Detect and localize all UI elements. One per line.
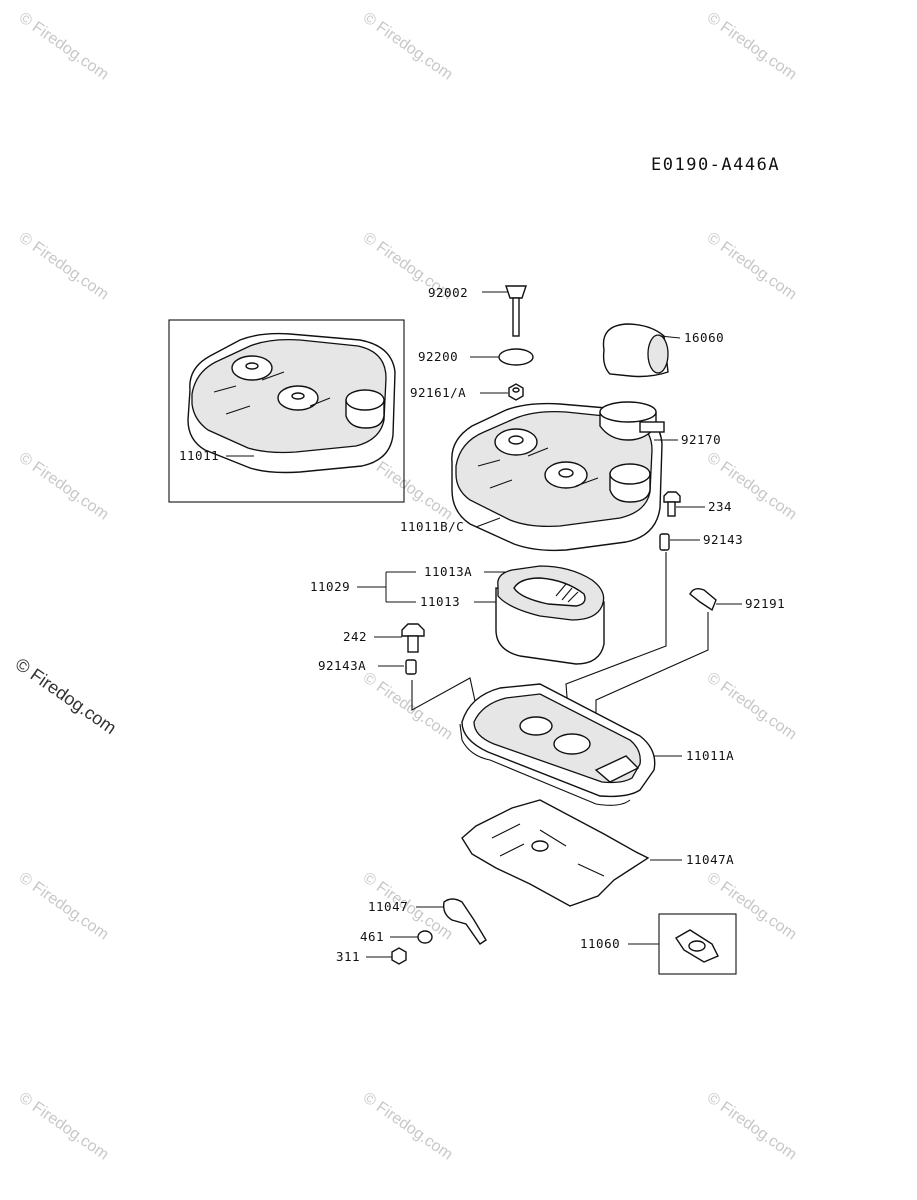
diagram-code: E0190-A446A (651, 155, 780, 175)
watermark: © Firedog.com (16, 449, 112, 523)
watermark: © Firedog.com (704, 669, 800, 743)
inset-box-11011 (168, 319, 405, 503)
label-92143: 92143 (703, 532, 743, 547)
pipe-92143-drawing (659, 533, 670, 551)
nut-311-drawing (391, 947, 407, 965)
watermark: © Firedog.com (704, 1089, 800, 1163)
watermark: © Firedog.com (704, 869, 800, 943)
label-11013: 11013 (420, 594, 460, 609)
washer-461-drawing (417, 930, 433, 944)
clamp-92170-drawing (599, 401, 665, 441)
label-242: 242 (343, 629, 367, 644)
leader-lines (226, 291, 742, 958)
bolt-242-drawing (401, 623, 425, 653)
gasket-11060-drawing (675, 929, 719, 963)
pipe-92143a-drawing (405, 659, 417, 675)
watermark: © Firedog.com (16, 869, 112, 943)
filter-11013-drawing (495, 565, 605, 665)
label-92170: 92170 (681, 432, 721, 447)
label-11060: 11060 (580, 936, 620, 951)
bracket-11047-drawing (442, 898, 487, 945)
label-11013a: 11013A (424, 564, 472, 579)
elbow-16060-drawing (602, 323, 669, 378)
part-labels: 92002 92200 92161/A 16060 92170 11011 23… (179, 285, 785, 964)
watermark: © Firedog.com (16, 1089, 112, 1163)
nut-92161a-drawing (508, 383, 524, 401)
label-16060: 16060 (684, 330, 724, 345)
watermark: © Firedog.com (16, 229, 112, 303)
watermark: © Firedog.com (16, 9, 112, 83)
label-311: 311 (336, 949, 360, 964)
label-92161a: 92161/A (410, 385, 466, 400)
watermarks: © Firedog.com © Firedog.com © Firedog.co… (12, 9, 800, 1163)
label-11047a: 11047A (686, 852, 734, 867)
label-461: 461 (360, 929, 384, 944)
label-92191: 92191 (745, 596, 785, 611)
watermark: © Firedog.com (360, 669, 456, 743)
label-11011a: 11011A (686, 748, 734, 763)
label-234: 234 (708, 499, 732, 514)
hose-92191-drawing (689, 587, 717, 612)
label-11047: 11047 (368, 899, 408, 914)
watermark-prominent: © Firedog.com (12, 654, 120, 738)
watermark: © Firedog.com (704, 9, 800, 83)
washer-92200-drawing (498, 348, 534, 366)
label-92002: 92002 (428, 285, 468, 300)
label-11011bc: 11011B/C (400, 519, 464, 534)
label-92143a: 92143A (318, 658, 366, 673)
watermark: © Firedog.com (360, 1089, 456, 1163)
cover-11011bc-drawing (451, 402, 663, 552)
label-92200: 92200 (418, 349, 458, 364)
base-11011a-drawing (459, 683, 656, 806)
cover-11011-drawing (187, 332, 396, 474)
watermark: © Firedog.com (360, 9, 456, 83)
wing-bolt-92002-drawing (505, 285, 527, 337)
label-11011: 11011 (179, 448, 219, 463)
label-11029: 11029 (310, 579, 350, 594)
plate-11047a-drawing (461, 799, 650, 907)
bolt-234-drawing (663, 491, 681, 517)
watermark: © Firedog.com (704, 229, 800, 303)
assembly-line (595, 612, 709, 736)
